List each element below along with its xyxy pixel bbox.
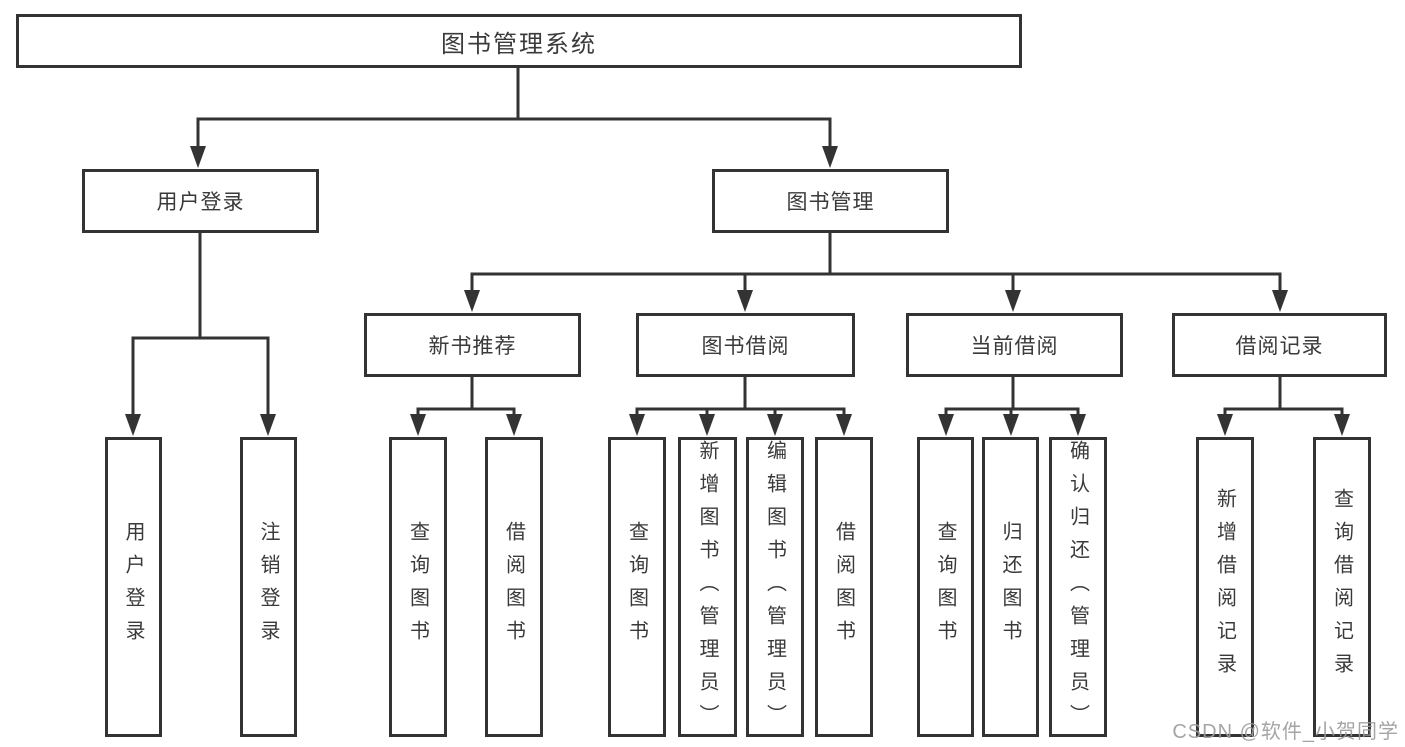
node-new-book-recommend: 新书推荐 (364, 313, 581, 377)
connector-current-to-children (944, 377, 1080, 415)
leaf-add-books-admin: 新增图书（管理员） (678, 437, 737, 737)
leaf-query-borrow-record: 查询借阅记录 (1313, 437, 1371, 737)
leaf-logout: 注销登录 (240, 437, 297, 737)
connector-management-to-level3 (470, 233, 1282, 291)
leaf-user-login: 用户登录 (105, 437, 162, 737)
leaf-confirm-return-admin: 确认归还（管理员） (1049, 437, 1107, 737)
node-book-borrow: 图书借阅 (636, 313, 855, 377)
leaf-return-books: 归还图书 (982, 437, 1039, 737)
leaf-query-books-recommend: 查询图书 (389, 437, 447, 737)
leaf-query-books-current: 查询图书 (917, 437, 974, 737)
connector-login-to-children (131, 233, 270, 415)
node-current-borrow: 当前借阅 (906, 313, 1123, 377)
connector-borrow-to-children (635, 377, 846, 415)
leaf-borrow-books: 借阅图书 (815, 437, 873, 737)
node-library-system: 图书管理系统 (16, 14, 1022, 68)
connector-records-to-children (1223, 377, 1344, 415)
node-book-management: 图书管理 (712, 169, 949, 233)
connector-root-to-level2 (196, 68, 832, 147)
connector-newbook-to-children (416, 377, 516, 415)
leaf-edit-books-admin: 编辑图书（管理员） (746, 437, 804, 737)
leaf-borrow-books-recommend: 借阅图书 (485, 437, 543, 737)
leaf-add-borrow-record: 新增借阅记录 (1196, 437, 1254, 737)
node-user-login: 用户登录 (82, 169, 319, 233)
node-borrow-records: 借阅记录 (1172, 313, 1387, 377)
leaf-query-books-borrow: 查询图书 (608, 437, 666, 737)
